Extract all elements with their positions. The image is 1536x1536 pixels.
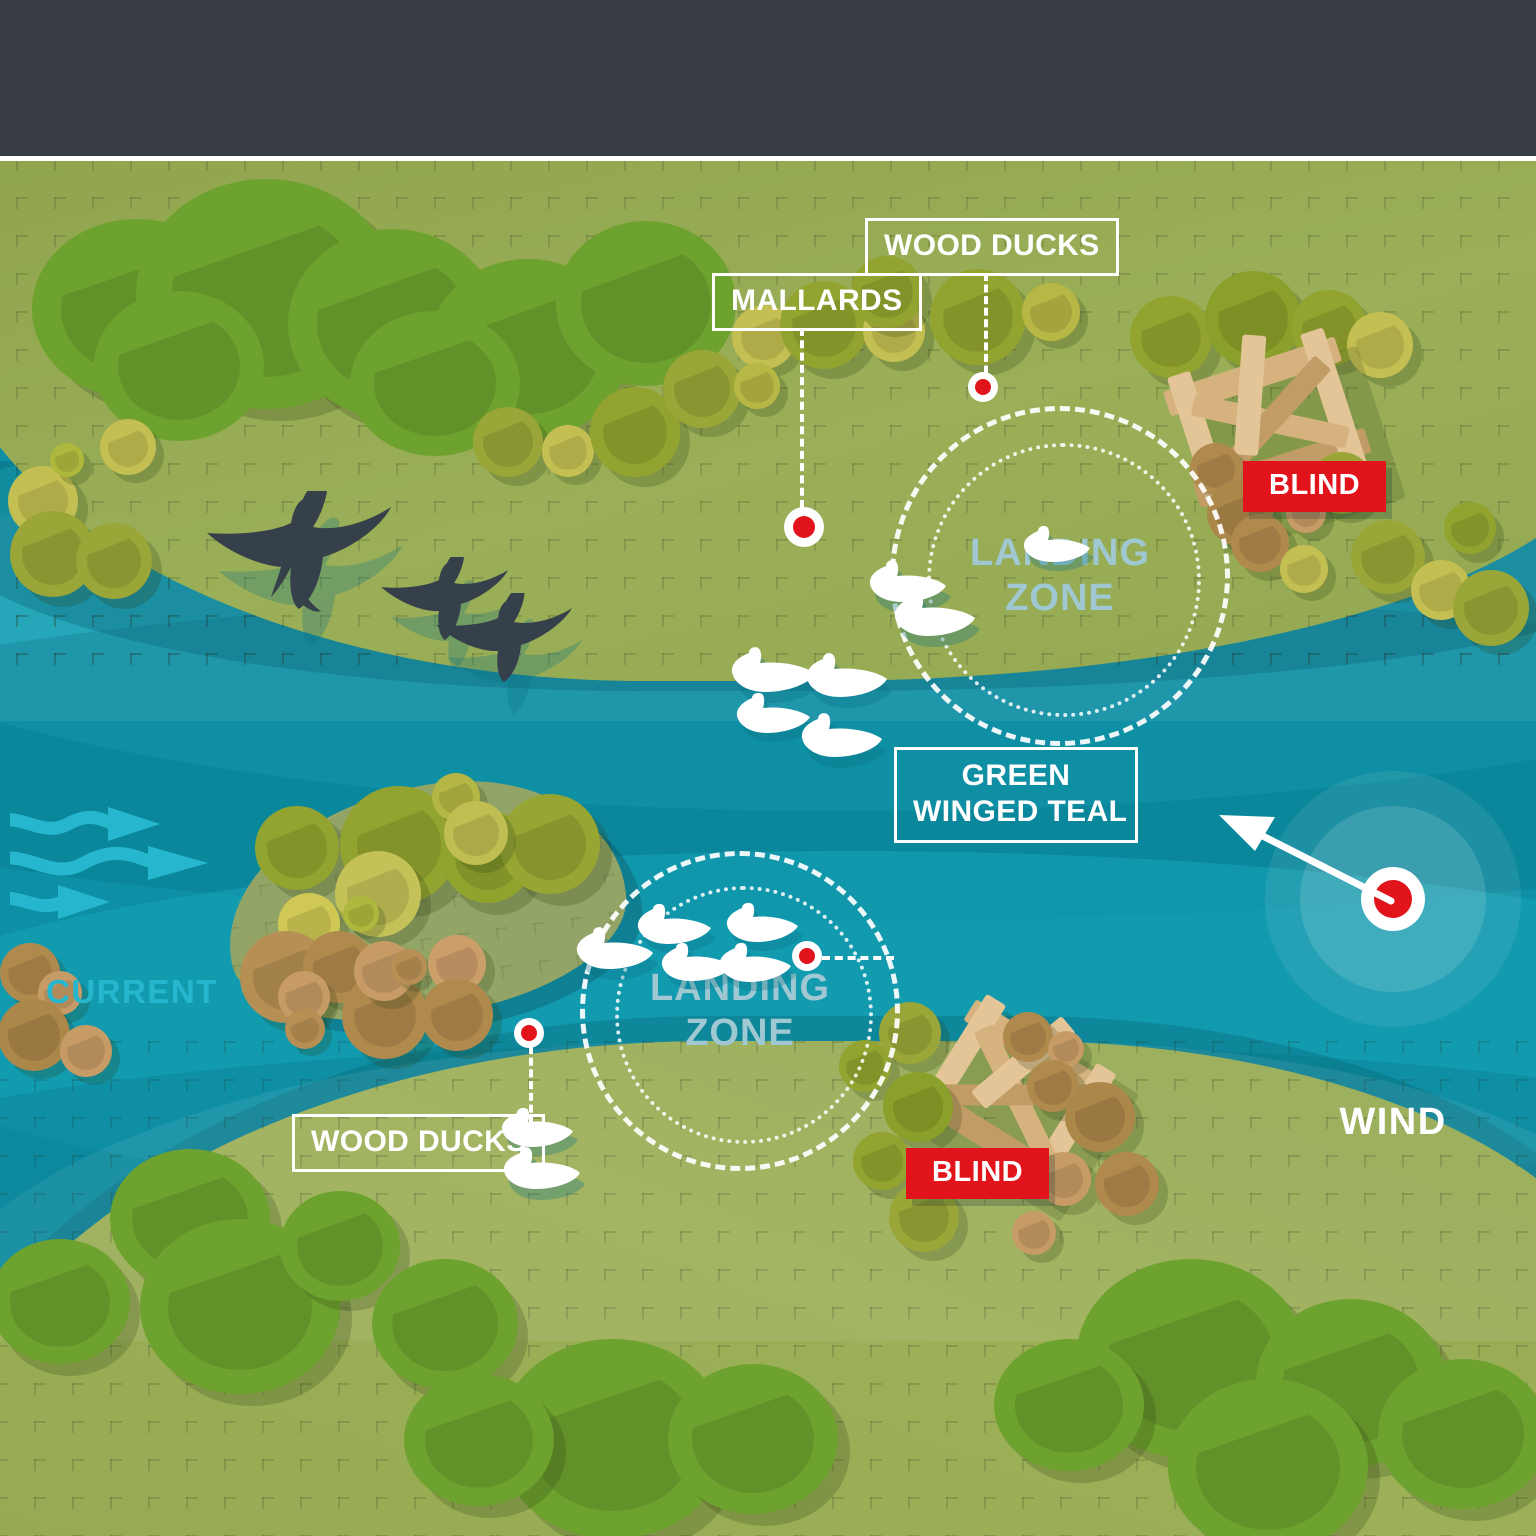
tree [1347,312,1413,378]
tree [883,1072,953,1142]
tree [668,1364,838,1514]
decoy-duck [800,713,896,773]
tree [60,1025,112,1077]
tree [50,443,84,477]
tree [1130,296,1212,378]
header-bar [0,0,1536,156]
tree [663,350,741,428]
wind-arrow-icon [1219,815,1395,905]
tree [473,407,543,477]
tree [1022,283,1080,341]
tree [76,523,152,599]
flying-duck-medium [375,550,545,692]
tree [391,949,427,985]
current-arrows-icon [0,807,208,919]
tree [1378,1359,1536,1509]
landing-zone-outer-ring [580,851,900,1171]
leader-line-mallards [800,328,804,508]
marker-mallards [784,507,824,547]
header-divider [0,156,1536,161]
label-wood-ducks-bottom: WOOD DUCKS [292,1114,545,1172]
tree [734,363,780,409]
tree [1065,1082,1135,1152]
flying-duck-large [195,479,455,686]
flying-duck-small [430,586,610,734]
label-mallards: MALLARDS [712,273,922,331]
tree [1003,1012,1053,1062]
label-green-winged-teal: GREEN WINGED TEAL [894,747,1138,843]
landing-zone-line2: ZONE [1005,577,1115,619]
tree [404,1374,554,1506]
decoy-duck [735,692,823,748]
current-label: CURRENT [46,973,218,1010]
decoy-duck [660,942,744,996]
tree [255,806,339,890]
leader-line-green-winged-teal [822,956,894,960]
landing-zone-line2: ZONE [685,1012,795,1054]
tree [542,425,594,477]
leader-line-wood-ducks-bottom [529,1046,533,1136]
badge-blind-lower: BLIND [906,1148,1050,1199]
tree [1280,545,1328,593]
tree [94,291,264,441]
tree [1231,514,1289,572]
label-green-winged-teal-line2: WINGED TEAL [913,795,1128,828]
badge-blind-upper: BLIND [1243,461,1387,512]
decoy-duck [725,902,811,958]
tree [500,794,600,894]
decoy-duck [730,647,830,709]
map-illustration: BLIND [0,161,1536,1536]
decoy-duck [868,560,960,618]
tree [994,1339,1144,1471]
tree [930,269,1026,365]
tree [343,896,379,932]
tree [1095,1152,1159,1216]
marker-wood-ducks-top [968,372,998,402]
tree [0,1239,130,1364]
tree [444,801,508,865]
tree [372,1259,518,1389]
decoy-duck [575,927,667,985]
decoy-duck [718,942,804,998]
marker-green-winged-teal [792,941,822,971]
tree [1444,502,1496,554]
decoy-duck [636,903,724,959]
landing-zone-inner-ring [615,886,873,1144]
tree [853,1132,911,1190]
decoy-duck [805,653,901,713]
tree [851,256,923,328]
wind-label: WIND [1339,1101,1447,1143]
tree [1453,570,1529,646]
tree [421,979,493,1051]
landing-zone-lower: LANDING ZONE [580,851,900,1171]
decoy-duck [1022,525,1102,577]
marker-wood-ducks-bottom [514,1018,544,1048]
tree [100,419,156,475]
tree [1012,1211,1056,1255]
tree [285,1009,325,1049]
tree [1168,1379,1368,1536]
label-wood-ducks-top: WOOD DUCKS [865,218,1119,276]
label-green-winged-teal-line1: GREEN [961,759,1071,792]
decoy-duck [893,592,989,652]
current-indicator: CURRENT [0,801,240,1010]
tree [280,1191,400,1301]
tree [0,999,70,1071]
leader-line-wood-ducks-top [984,273,988,385]
